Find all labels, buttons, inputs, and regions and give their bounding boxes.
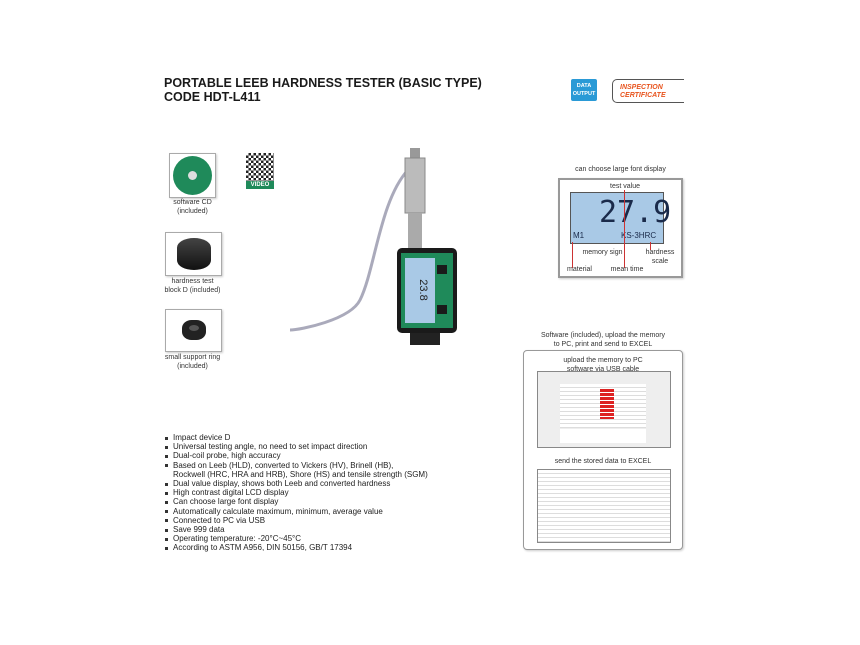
test-block-image (165, 232, 222, 276)
lcd-screen: 27.9 M1 KS-3HRC (570, 192, 671, 244)
lcd-caption: can choose large font display (575, 166, 666, 173)
device-reading: 23.8 (417, 279, 429, 300)
software-screenshot (537, 371, 671, 448)
product-code: CODE HDT-L411 (164, 90, 261, 104)
accessory-caption: small support ring(included) (164, 354, 221, 370)
excel-screenshot (537, 469, 671, 543)
hardness-tester-image: 23.8 (289, 148, 457, 345)
support-ring-image (165, 309, 222, 352)
lcd-diagram: test value 27.9 M1 KS-3HRC memory sign h… (558, 178, 683, 278)
cd-icon (173, 156, 212, 195)
qr-code[interactable]: VIDEO (246, 153, 274, 189)
accessory-caption: software CD(included) (173, 199, 212, 215)
software-cd-image (169, 153, 216, 198)
feature-list: Impact device D Universal testing angle,… (165, 433, 428, 553)
page-title: PORTABLE LEEB HARDNESS TESTER (BASIC TYP… (164, 76, 482, 104)
